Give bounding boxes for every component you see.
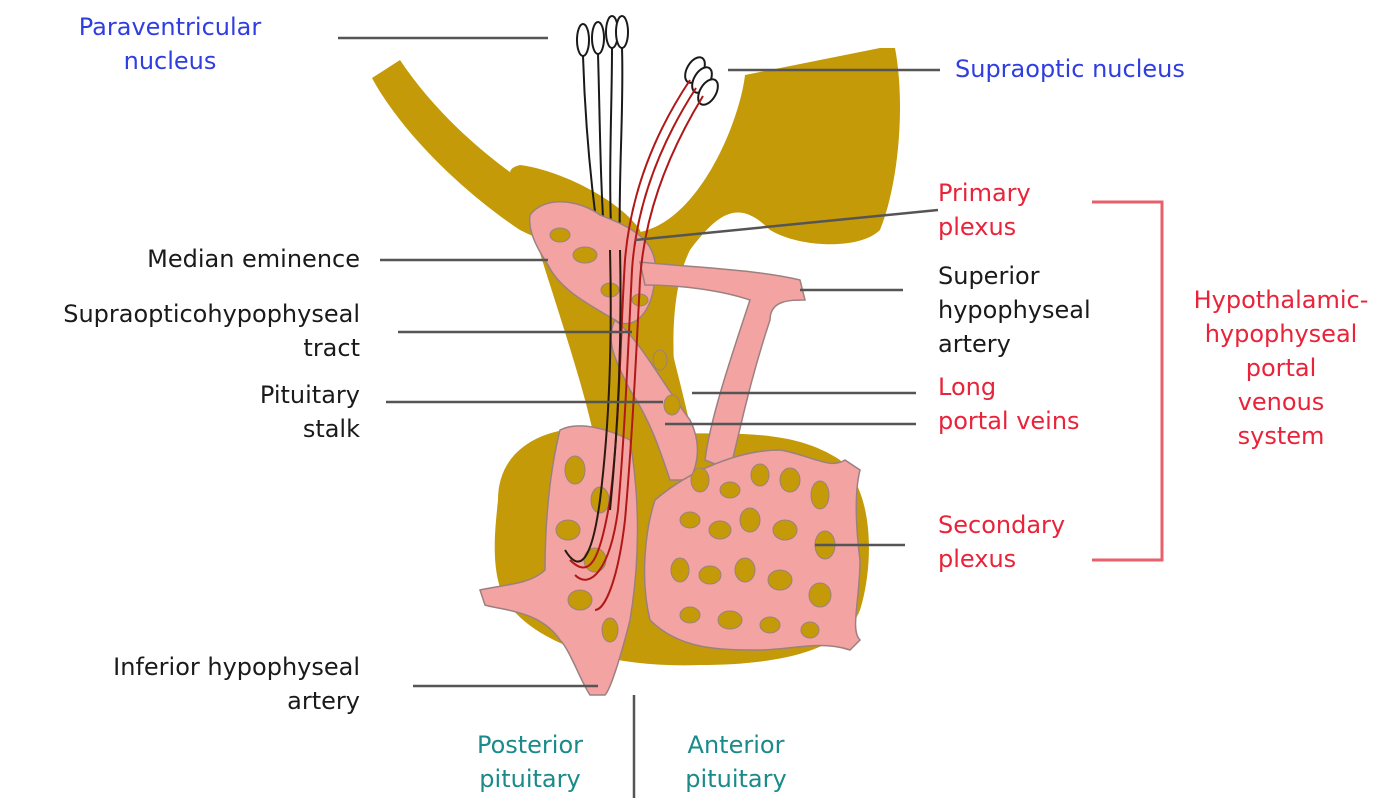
portal-system-bracket xyxy=(1092,202,1162,560)
label-long-portal-veins: Long portal veins xyxy=(938,370,1080,438)
label-posterior-pituitary: Posterior pituitary xyxy=(440,728,620,796)
label-paraventricular: Paraventricular nucleus xyxy=(52,10,288,78)
label-pituitary-stalk: Pituitary stalk xyxy=(60,378,360,446)
label-superior-hypophyseal-artery: Superior hypophyseal artery xyxy=(938,259,1091,361)
label-supraoptic-nucleus: Supraoptic nucleus xyxy=(955,52,1185,86)
label-anterior-pituitary: Anterior pituitary xyxy=(646,728,826,796)
label-supraopticohypophyseal-tract: Supraopticohypophyseal tract xyxy=(0,297,360,365)
label-inferior-hypophyseal-artery: Inferior hypophyseal artery xyxy=(20,650,360,718)
label-primary-plexus: Primary plexus xyxy=(938,176,1031,244)
label-median-eminence: Median eminence xyxy=(60,242,360,276)
label-secondary-plexus: Secondary plexus xyxy=(938,508,1065,576)
paraventricular-neurons xyxy=(577,16,628,56)
label-portal-venous-system: Hypothalamic- hypophyseal portal venous … xyxy=(1172,283,1390,453)
